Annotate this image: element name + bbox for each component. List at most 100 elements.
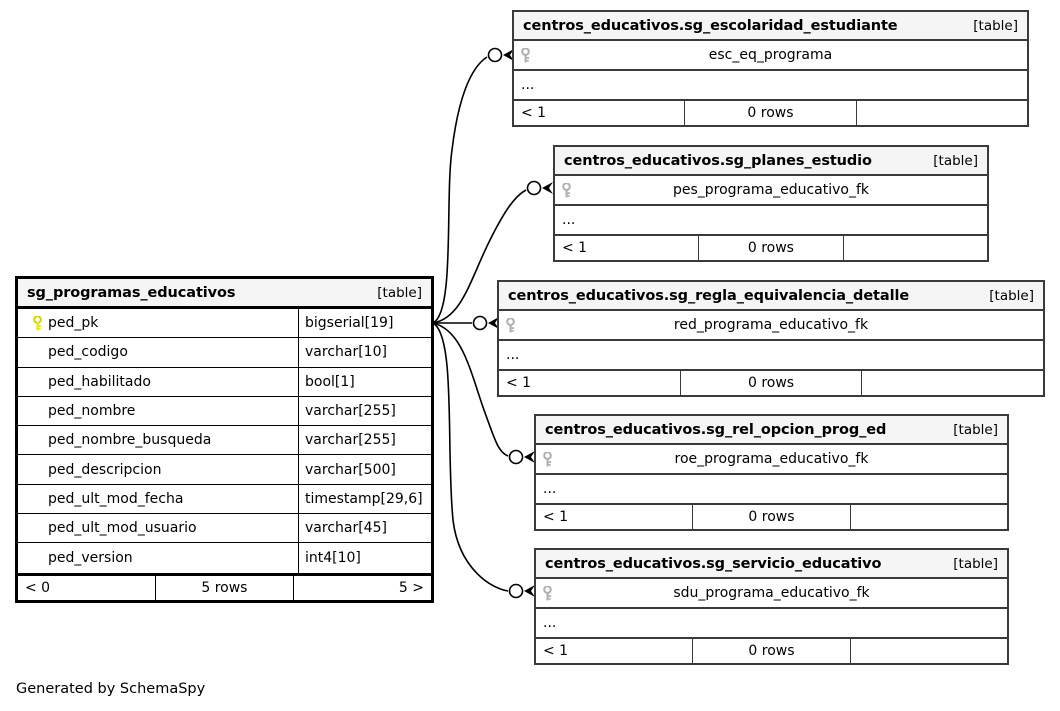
- table-header: centros_educativos.sg_planes_estudio [ta…: [555, 147, 987, 176]
- table-sg-rel-opcion-prog-ed[interactable]: centros_educativos.sg_rel_opcion_prog_ed…: [534, 414, 1009, 531]
- table-row[interactable]: ped_codigo varchar[10]: [18, 338, 431, 368]
- children-count: [851, 639, 1007, 663]
- table-footer: < 1 0 rows: [536, 503, 1007, 529]
- foreign-key-icon: [536, 451, 558, 467]
- table-sg-servicio-educativo[interactable]: centros_educativos.sg_servicio_educativo…: [534, 548, 1009, 665]
- table-header: sg_programas_educativos [table]: [18, 279, 431, 309]
- children-count: [857, 101, 1027, 125]
- column-name-cell: ped_habilitado: [18, 367, 299, 396]
- table-row[interactable]: ped_habilitado bool[1]: [18, 367, 431, 397]
- column-type: varchar[255]: [305, 403, 396, 420]
- column-type: varchar[10]: [305, 344, 387, 361]
- column-name-cell: ped_version: [18, 543, 299, 573]
- table-title: centros_educativos.sg_servicio_educativo: [545, 555, 882, 572]
- column-type: int4[10]: [305, 550, 361, 567]
- column-type: varchar[45]: [305, 520, 387, 537]
- column-name-cell: ped_nombre_busqueda: [18, 426, 299, 455]
- column-name-cell: ped_codigo: [18, 338, 299, 367]
- more-columns-indicator: ...: [536, 475, 1007, 503]
- column-name: ped_pk: [48, 315, 99, 332]
- parents-count: < 1: [536, 639, 694, 663]
- table-type-tag: [table]: [989, 287, 1034, 304]
- column-name-cell: ped_ult_mod_usuario: [18, 514, 299, 543]
- table-row[interactable]: ped_ult_mod_fecha timestamp[29,6]: [18, 484, 431, 515]
- table-row[interactable]: ped_descripcion varchar[500]: [18, 455, 431, 485]
- table-footer: < 1 0 rows: [499, 369, 1043, 395]
- column-type: varchar[255]: [305, 432, 396, 449]
- table-row[interactable]: roe_programa_educativo_fk: [536, 445, 1007, 475]
- foreign-key-icon: [514, 47, 536, 63]
- more-columns-indicator: ...: [499, 341, 1043, 369]
- column-name: ped_ult_mod_usuario: [48, 520, 197, 537]
- parents-count: < 1: [514, 101, 686, 125]
- column-name-cell: ped_pk: [18, 309, 299, 338]
- table-type-tag: [table]: [953, 555, 998, 572]
- column-name: ped_nombre_busqueda: [48, 432, 212, 449]
- column-name: roe_programa_educativo_fk: [674, 451, 869, 467]
- table-footer: < 0 5 rows 5 >: [18, 572, 431, 600]
- column-type: varchar[500]: [305, 461, 396, 478]
- table-type-tag: [table]: [973, 17, 1018, 34]
- column-name: esc_eq_programa: [708, 47, 833, 63]
- table-footer: < 1 0 rows: [514, 99, 1027, 125]
- more-columns-indicator: ...: [536, 609, 1007, 637]
- table-title: centros_educativos.sg_regla_equivalencia…: [508, 287, 910, 304]
- children-count: [862, 371, 1043, 395]
- column-type: timestamp[29,6]: [305, 490, 423, 507]
- children-count: [851, 505, 1007, 529]
- column-name: pes_programa_educativo_fk: [672, 182, 870, 198]
- table-title: sg_programas_educativos: [27, 284, 236, 301]
- column-name-cell: ped_nombre: [18, 396, 299, 426]
- table-row[interactable]: red_programa_educativo_fk: [499, 311, 1043, 341]
- column-name-cell: ped_descripcion: [18, 455, 299, 484]
- children-count: [844, 236, 987, 260]
- table-row[interactable]: ped_nombre varchar[255]: [18, 396, 431, 427]
- table-sg-regla-equivalencia-detalle[interactable]: centros_educativos.sg_regla_equivalencia…: [497, 280, 1045, 397]
- more-columns-indicator: ...: [555, 206, 987, 234]
- foreign-key-icon: [555, 182, 577, 198]
- column-name: red_programa_educativo_fk: [673, 317, 869, 333]
- table-title: centros_educativos.sg_rel_opcion_prog_ed: [545, 421, 887, 438]
- table-row[interactable]: pes_programa_educativo_fk: [555, 176, 987, 206]
- table-row[interactable]: ped_pk bigserial[19]: [18, 309, 431, 339]
- column-name: sdu_programa_educativo_fk: [673, 585, 870, 601]
- table-sg-programas-educativos[interactable]: sg_programas_educativos [table] ped_pk: [15, 276, 434, 603]
- row-count: 0 rows: [693, 505, 851, 529]
- table-row[interactable]: ped_nombre_busqueda varchar[255]: [18, 426, 431, 456]
- column-name: ped_descripcion: [48, 461, 162, 478]
- column-name-cell: ped_ult_mod_fecha: [18, 484, 299, 514]
- table-footer: < 1 0 rows: [555, 234, 987, 260]
- column-name: ped_ult_mod_fecha: [48, 490, 184, 507]
- table-sg-planes-estudio[interactable]: centros_educativos.sg_planes_estudio [ta…: [553, 145, 989, 262]
- row-count: 0 rows: [681, 371, 863, 395]
- children-count: 5 >: [398, 579, 424, 596]
- table-header: centros_educativos.sg_regla_equivalencia…: [499, 282, 1043, 311]
- table-header: centros_educativos.sg_servicio_educativo…: [536, 550, 1007, 579]
- column-name: ped_nombre: [48, 403, 136, 420]
- more-columns-indicator: ...: [514, 71, 1027, 99]
- table-type-tag: [table]: [377, 284, 422, 301]
- column-name: ped_codigo: [48, 344, 128, 361]
- table-type-tag: [table]: [953, 421, 998, 438]
- table-row[interactable]: ped_ult_mod_usuario varchar[45]: [18, 514, 431, 544]
- edge-to-regla-equivalencia-detalle: [433, 315, 499, 331]
- column-type: bigserial[19]: [305, 315, 394, 332]
- column-name: ped_habilitado: [48, 373, 151, 390]
- primary-key-icon: [26, 315, 48, 331]
- table-header: centros_educativos.sg_rel_opcion_prog_ed…: [536, 416, 1007, 445]
- column-type: bool[1]: [305, 373, 355, 390]
- parents-count: < 1: [499, 371, 681, 395]
- table-sg-escolaridad-estudiante[interactable]: centros_educativos.sg_escolaridad_estudi…: [512, 10, 1029, 127]
- table-row[interactable]: esc_eq_programa: [514, 41, 1027, 71]
- table-row[interactable]: sdu_programa_educativo_fk: [536, 579, 1007, 609]
- table-footer: < 1 0 rows: [536, 637, 1007, 663]
- column-list: ped_pk bigserial[19] ped_codigo varchar[…: [18, 309, 431, 573]
- generator-credit: Generated by SchemaSpy: [16, 681, 206, 697]
- foreign-key-icon: [536, 585, 558, 601]
- table-type-tag: [table]: [933, 152, 978, 169]
- table-title: centros_educativos.sg_planes_estudio: [564, 152, 872, 169]
- table-row[interactable]: ped_version int4[10]: [18, 543, 431, 573]
- parents-count: < 1: [536, 505, 694, 529]
- row-count: 5 rows: [156, 575, 294, 600]
